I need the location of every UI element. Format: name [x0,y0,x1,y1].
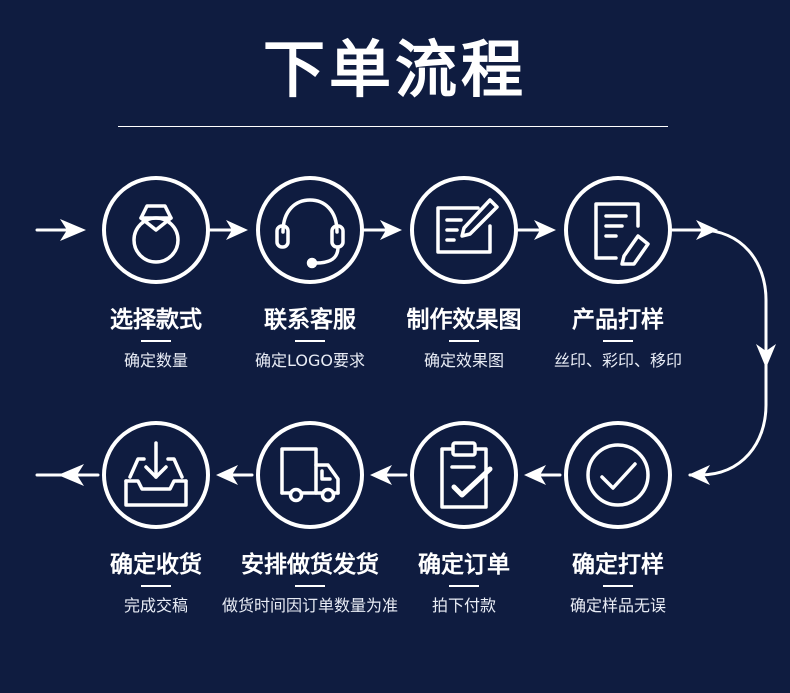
arrowhead-entry [60,219,86,241]
step-5-divider [603,585,633,587]
step-4-description: 丝印、彩印、移印 [553,351,682,370]
headset-icon [275,198,345,269]
step-2-description: 确定LOGO要求 [255,351,365,370]
clipboard-check-icon [440,441,493,509]
step-2-label: 联系客服 [264,307,356,333]
step-6-divider [449,585,479,587]
step-8-description: 完成交稿 [123,596,188,615]
step-3-circle [410,176,518,284]
step-3-description: 确定效果图 [423,351,504,370]
step-7-label: 安排做货发货 [241,552,379,578]
ring-icon [132,204,180,264]
step-2-divider [295,340,325,342]
step-1-label: 选择款式 [110,307,202,333]
inbox-download-icon [124,441,188,507]
arrowhead-2-3 [380,220,402,240]
step-6-description: 拍下付款 [431,596,496,615]
step-3-divider [449,340,479,342]
step-7-divider [295,585,325,587]
step-7-description: 做货时间因订单数量为准 [221,596,398,615]
arrowhead-exit [58,464,84,486]
step-4-divider [603,340,633,342]
step-7-circle [256,421,364,529]
step-2-circle [256,176,364,284]
delivery-truck-icon [280,447,340,503]
step-6-label: 确定订单 [418,552,510,578]
arrowhead-7-8 [216,465,238,485]
arrowhead-4-arc [696,220,718,240]
step-8-divider [141,585,171,587]
checkmark-icon [586,443,650,507]
page-title: 下单流程 [262,33,527,106]
step-4-circle [564,176,672,284]
step-1-divider [141,340,171,342]
step-5-label: 确定打样 [572,552,664,578]
step-5-circle [564,421,672,529]
step-8-label: 确定收货 [110,552,202,578]
step-6-circle [410,421,518,529]
step-3-label: 制作效果图 [406,307,522,333]
arrowhead-6-7 [370,465,392,485]
step-4-label: 产品打样 [572,307,664,333]
step-5-description: 确定样品无误 [569,596,666,615]
arrowhead-1-2 [226,220,248,240]
arrowhead-5-6 [524,465,546,485]
step-8-circle [102,421,210,529]
step-1-description: 确定数量 [123,351,188,370]
step-1-circle [102,176,210,284]
arrowhead-3-4 [534,220,556,240]
design-edit-icon [436,198,499,254]
arrowhead-arc-down [756,344,776,368]
sample-document-icon [594,202,650,266]
return-arc [688,228,768,477]
arrowhead-arc-5 [688,465,710,485]
title-divider [118,126,668,127]
